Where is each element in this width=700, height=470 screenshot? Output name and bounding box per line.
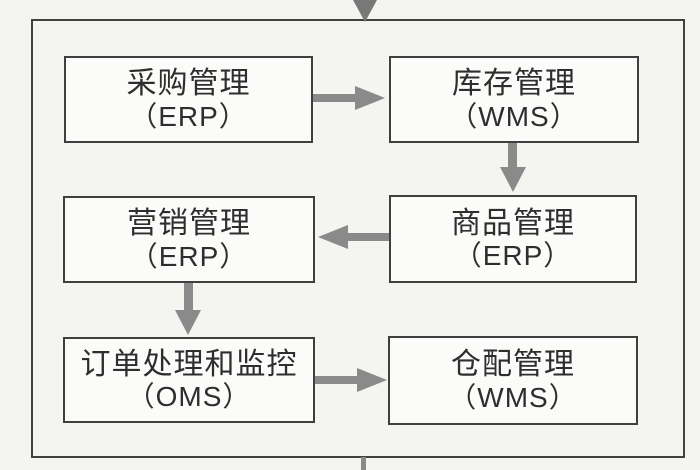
arrow-shaft bbox=[346, 233, 389, 241]
arrow-shaft bbox=[508, 143, 517, 170]
node-system-label: （ERP） bbox=[129, 100, 248, 132]
node-title: 订单处理和监控 bbox=[80, 347, 298, 381]
arrow-down-icon bbox=[500, 167, 526, 192]
entry-arrow-down-icon bbox=[353, 0, 377, 22]
node-system-label: （ERP） bbox=[453, 240, 573, 272]
arrow-shaft bbox=[315, 376, 359, 384]
arrow-right-icon bbox=[357, 368, 387, 392]
node-title: 仓配管理 bbox=[451, 348, 575, 382]
arrow-shaft bbox=[184, 283, 193, 312]
node-system-label: （OMS） bbox=[126, 381, 252, 413]
arrow-left-icon bbox=[318, 225, 348, 249]
node-product-erp: 商品管理 （ERP） bbox=[389, 195, 637, 283]
node-title: 营销管理 bbox=[127, 207, 251, 241]
node-system-label: （WMS） bbox=[449, 100, 579, 132]
arrow-shaft bbox=[313, 94, 357, 102]
node-marketing-erp: 营销管理 （ERP） bbox=[63, 196, 315, 283]
exit-connector-line bbox=[361, 457, 366, 470]
node-system-label: （ERP） bbox=[129, 240, 249, 272]
node-title: 库存管理 bbox=[452, 67, 576, 101]
arrow-down-icon bbox=[175, 310, 201, 335]
node-procurement-erp: 采购管理 （ERP） bbox=[64, 56, 313, 143]
arrow-right-icon bbox=[355, 86, 385, 110]
node-title: 采购管理 bbox=[126, 67, 251, 101]
node-inventory-wms: 库存管理 （WMS） bbox=[389, 56, 639, 143]
node-fulfillment-wms: 仓配管理 （WMS） bbox=[388, 336, 638, 425]
node-title: 商品管理 bbox=[451, 206, 575, 240]
node-system-label: （WMS） bbox=[448, 381, 578, 413]
node-order-processing-oms: 订单处理和监控 （OMS） bbox=[63, 337, 315, 423]
